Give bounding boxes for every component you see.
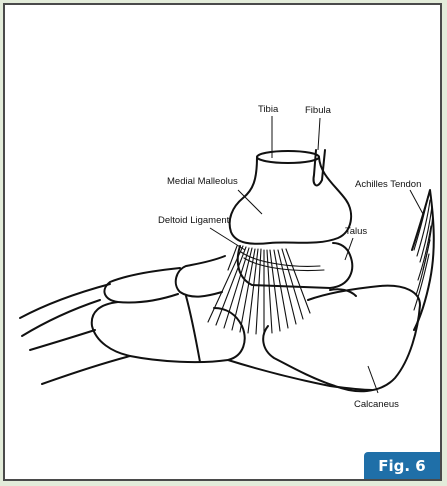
label-tibia: Tibia [258,104,279,115]
sole-outline [228,360,372,390]
label-talus: Talus [345,226,367,237]
label-achilles-tendon: Achilles Tendon [355,179,421,190]
achilles-tendon-leader [410,190,423,214]
label-fibula: Fibula [305,105,332,116]
deltoid-ligament-leader [210,228,245,250]
medial-malleolus-leader [238,190,262,214]
midfoot-bones [92,256,245,362]
forefoot-bones [20,284,130,384]
deltoid-ligament-fibres [208,246,324,334]
achilles-tendon [412,190,434,330]
calcaneus-leader [368,366,378,393]
label-calcaneus: Calcaneus [354,399,399,410]
figure-number-badge: Fig. 6 [364,452,440,479]
tibia-bone [230,151,351,244]
label-deltoid-ligament: Deltoid Ligament [158,215,230,226]
label-medial-malleolus: Medial Malleolus [167,176,238,187]
fibula-leader [318,118,320,150]
